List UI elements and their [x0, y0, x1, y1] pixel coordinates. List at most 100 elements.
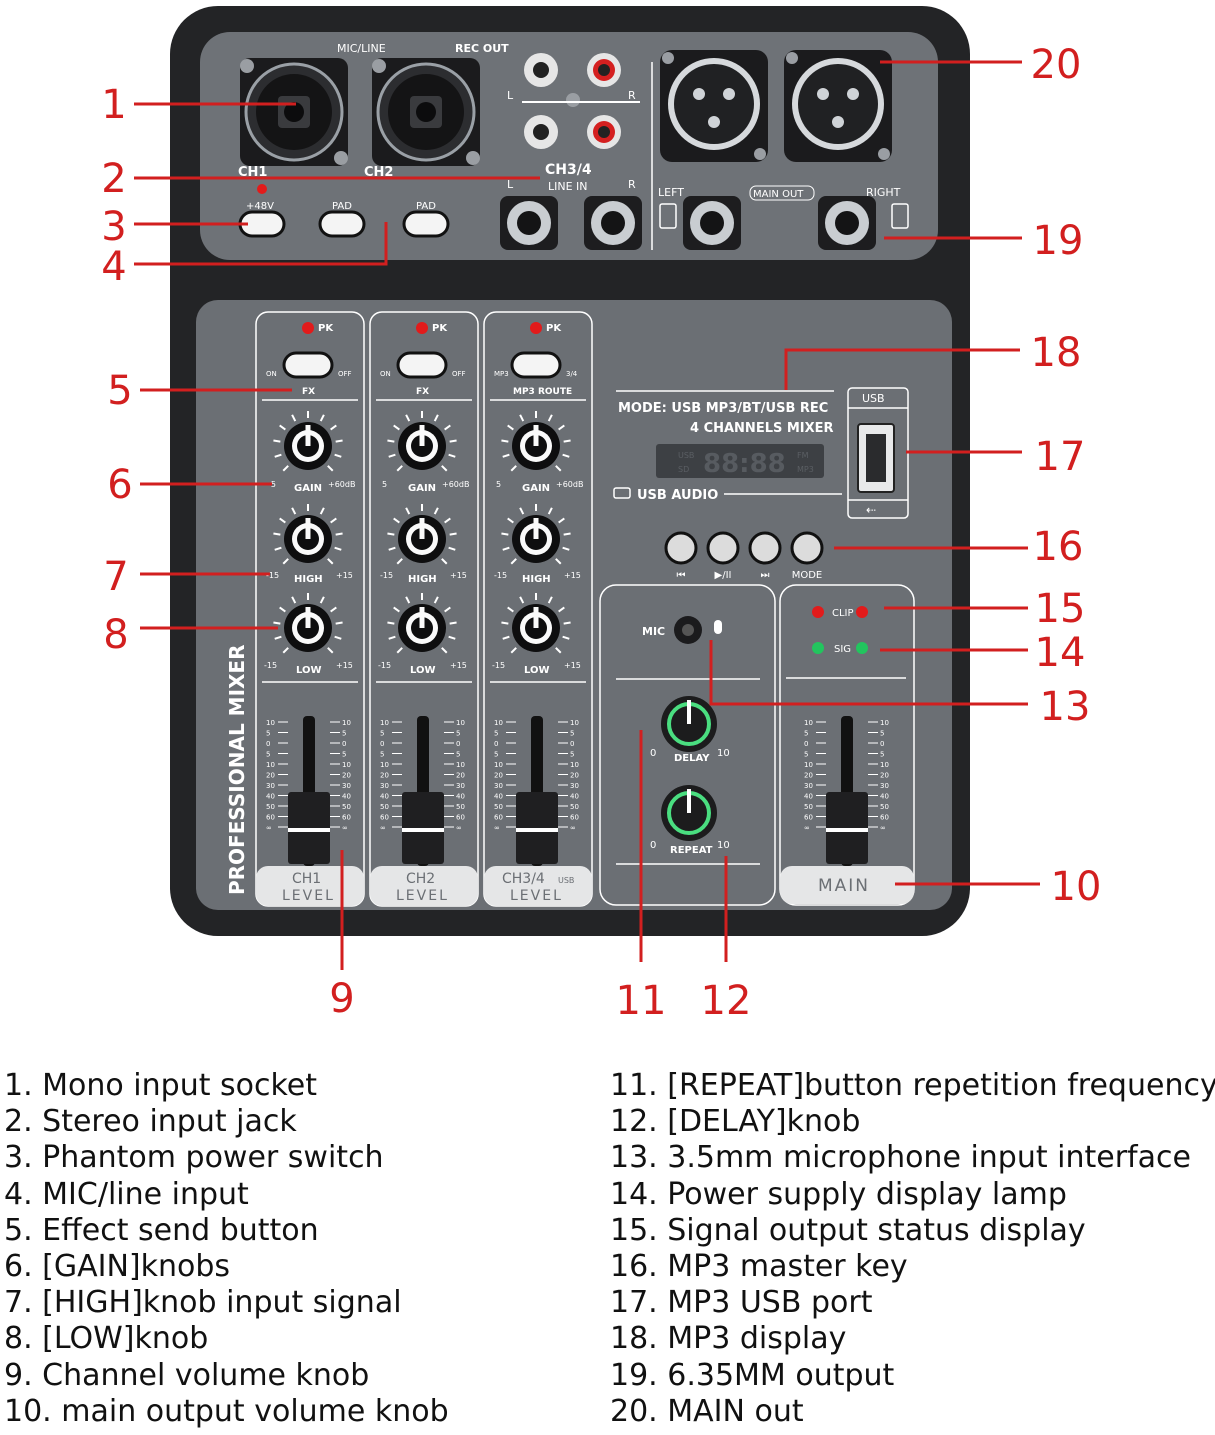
knob-tick	[507, 606, 514, 613]
fader-cap[interactable]	[516, 792, 558, 864]
route-label: MP3 ROUTE	[513, 387, 572, 397]
low-label: LOW	[524, 665, 550, 676]
gain-knob[interactable]	[273, 411, 343, 472]
screw	[566, 93, 580, 107]
usb-audio-label: USB AUDIO	[637, 488, 718, 503]
high-eq-knob[interactable]	[501, 504, 571, 565]
knob-tick	[396, 558, 403, 565]
knob-tick	[319, 414, 325, 422]
callout-number: 4	[101, 244, 126, 290]
transport-button-2[interactable]	[748, 531, 782, 565]
legend-item: 8. [LOW]knob	[4, 1321, 209, 1357]
fader-cap[interactable]	[402, 792, 444, 864]
transport-button-3[interactable]	[790, 531, 824, 565]
fader-scale-tick: 5	[804, 751, 808, 759]
knob-tick	[335, 532, 343, 536]
line-in-l-label: L	[507, 178, 514, 191]
xlr-main-out-left[interactable]	[660, 50, 768, 162]
main-label-plate	[780, 866, 914, 904]
peak-label: PK	[318, 323, 334, 334]
knob-tick	[396, 465, 403, 472]
switch-left-label: ON	[266, 370, 277, 378]
transport-button-0[interactable]	[664, 531, 698, 565]
jack-main-out-left[interactable]	[683, 196, 741, 250]
gain-min: 5	[496, 480, 501, 489]
right-out-label: RIGHT	[866, 186, 901, 199]
fader-scale-tick: 10	[342, 719, 351, 727]
low-eq-knob[interactable]	[387, 593, 457, 654]
knob-tick	[387, 439, 395, 443]
usb-audio-icon	[613, 487, 631, 499]
legend-item: 15. Signal output status display	[610, 1212, 1086, 1248]
pad-button-ch2[interactable]	[402, 210, 450, 238]
level-channel-label: CH3/4	[502, 871, 545, 887]
low-eq-knob[interactable]	[273, 593, 343, 654]
fader-scale-tick: 40	[494, 793, 503, 801]
jack-line-in-r[interactable]	[584, 196, 642, 250]
fader-scale-tick: 60	[380, 814, 389, 822]
fader-scale-tick: 50	[380, 803, 389, 811]
mic-input-3-5mm[interactable]	[674, 616, 702, 644]
knob-tick	[273, 439, 281, 443]
mp3-route-switch[interactable]	[510, 351, 562, 379]
fx-send-switch[interactable]	[282, 351, 334, 379]
knob-tick	[319, 507, 325, 515]
rca-jack-rec-out-r[interactable]	[587, 53, 621, 87]
pad-button-ch1[interactable]	[318, 210, 366, 238]
fader-scale-tick: 5	[494, 751, 498, 759]
mp3-usb-port[interactable]	[857, 423, 895, 493]
fader-scale-tick: 10	[266, 761, 275, 769]
peak-led	[530, 322, 542, 334]
high-max: +15	[336, 571, 353, 580]
gain-knob[interactable]	[501, 411, 571, 472]
legend-item: 13. 3.5mm microphone input interface	[610, 1140, 1191, 1176]
high-eq-knob[interactable]	[273, 504, 343, 565]
fader-scale-tick: 40	[880, 793, 889, 801]
fader-scale-tick: 20	[804, 772, 813, 780]
transport-button-cap	[790, 531, 824, 565]
knob-tick	[519, 596, 525, 604]
xlr-combo-ch1[interactable]	[240, 58, 348, 166]
main-out-label: MAIN OUT	[753, 189, 804, 200]
callout-number: 3	[101, 204, 126, 250]
xlr-combo-ch2[interactable]	[372, 58, 480, 166]
rca-jack-rec-out-l[interactable]	[524, 53, 558, 87]
knob-tick	[519, 414, 525, 422]
peak-label: PK	[432, 323, 448, 334]
xlr-main-out-right[interactable]	[784, 50, 892, 162]
jack-line-in-l[interactable]	[500, 196, 558, 250]
rca-jack-in-l[interactable]	[524, 115, 558, 149]
high-eq-knob[interactable]	[387, 504, 457, 565]
level-label-plate	[370, 866, 478, 906]
fader-scale-tick: ∞	[342, 824, 348, 832]
low-min: -15	[378, 661, 391, 670]
mp3-lcd-display	[656, 444, 824, 478]
knob-tick	[387, 621, 395, 625]
low-eq-knob[interactable]	[501, 593, 571, 654]
rec-out-label: REC OUT	[455, 42, 509, 55]
gain-knob[interactable]	[387, 411, 457, 472]
transport-button-1[interactable]	[706, 531, 740, 565]
knob-tick	[388, 453, 396, 458]
jack-main-out-right[interactable]	[818, 196, 876, 250]
repeat-knob[interactable]	[661, 785, 717, 841]
rca-jack-in-r[interactable]	[587, 115, 621, 149]
fader-scale-tick: 20	[456, 772, 465, 780]
knob-tick	[448, 453, 456, 458]
fader-scale-tick: 60	[880, 814, 889, 822]
level-channel-label: CH1	[292, 871, 321, 887]
legend-item: 5. Effect send button	[4, 1212, 319, 1248]
knob-tick	[558, 424, 565, 431]
fx-send-switch[interactable]	[396, 351, 448, 379]
knob-tick	[388, 635, 396, 640]
fader-cap[interactable]	[288, 792, 330, 864]
delay-knob[interactable]	[661, 696, 717, 752]
legend-item: 18. MP3 display	[610, 1321, 847, 1357]
fader-cap[interactable]	[826, 792, 868, 864]
knob-tick	[279, 606, 286, 613]
knob-tick	[558, 517, 565, 524]
fader-scale-tick: 30	[380, 782, 389, 790]
fader-scale-tick: 60	[456, 814, 465, 822]
